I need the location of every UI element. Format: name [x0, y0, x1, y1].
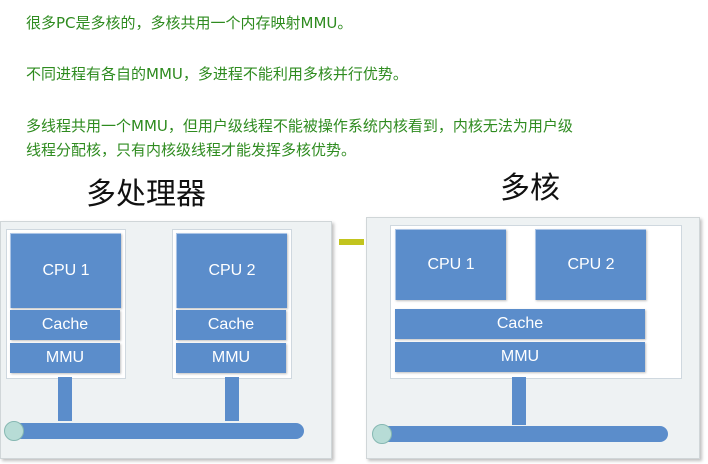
processor-2-cpu: CPU 2 [176, 233, 287, 308]
system-bus [12, 423, 304, 439]
processor-2-bus-link [225, 377, 239, 421]
note-line-3: 多线程共用一个MMU，但用户级线程不能被操作系统内核看到，内核无法为用户级 [26, 117, 573, 135]
processor-1-cpu: CPU 1 [10, 233, 121, 308]
multicore-system-bus [380, 426, 668, 442]
processor-2-mmu: MMU [176, 343, 286, 373]
processor-1-cache: Cache [10, 310, 120, 340]
processor-2-cache: Cache [176, 310, 286, 340]
multicore-bus-link [512, 377, 526, 425]
shared-cache: Cache [395, 309, 645, 339]
processor-1-mmu: MMU [10, 343, 120, 373]
divider-mark [339, 239, 364, 245]
multicore-bus-end-cap [372, 424, 392, 444]
shared-mmu: MMU [395, 342, 645, 372]
multiprocessor-diagram: CPU 1 Cache MMU CPU 2 Cache MMU [0, 213, 335, 459]
processor-1-bus-link [58, 377, 72, 421]
core-2-cpu: CPU 2 [535, 229, 646, 300]
multiprocessor-title: 多处理器 [86, 177, 206, 212]
note-line-1: 很多PC是多核的，多核共用一个内存映射MMU。 [26, 14, 353, 32]
note-line-4: 线程分配核，只有内核级线程才能发挥多核优势。 [26, 141, 357, 159]
multicore-diagram: CPU 1 CPU 2 Cache MMU [366, 213, 708, 459]
core-1-cpu: CPU 1 [395, 229, 506, 300]
note-line-2: 不同进程有各自的MMU，多进程不能利用多核并行优势。 [26, 65, 408, 83]
system-bus-end-cap [4, 421, 24, 441]
multicore-title: 多核 [500, 171, 560, 206]
